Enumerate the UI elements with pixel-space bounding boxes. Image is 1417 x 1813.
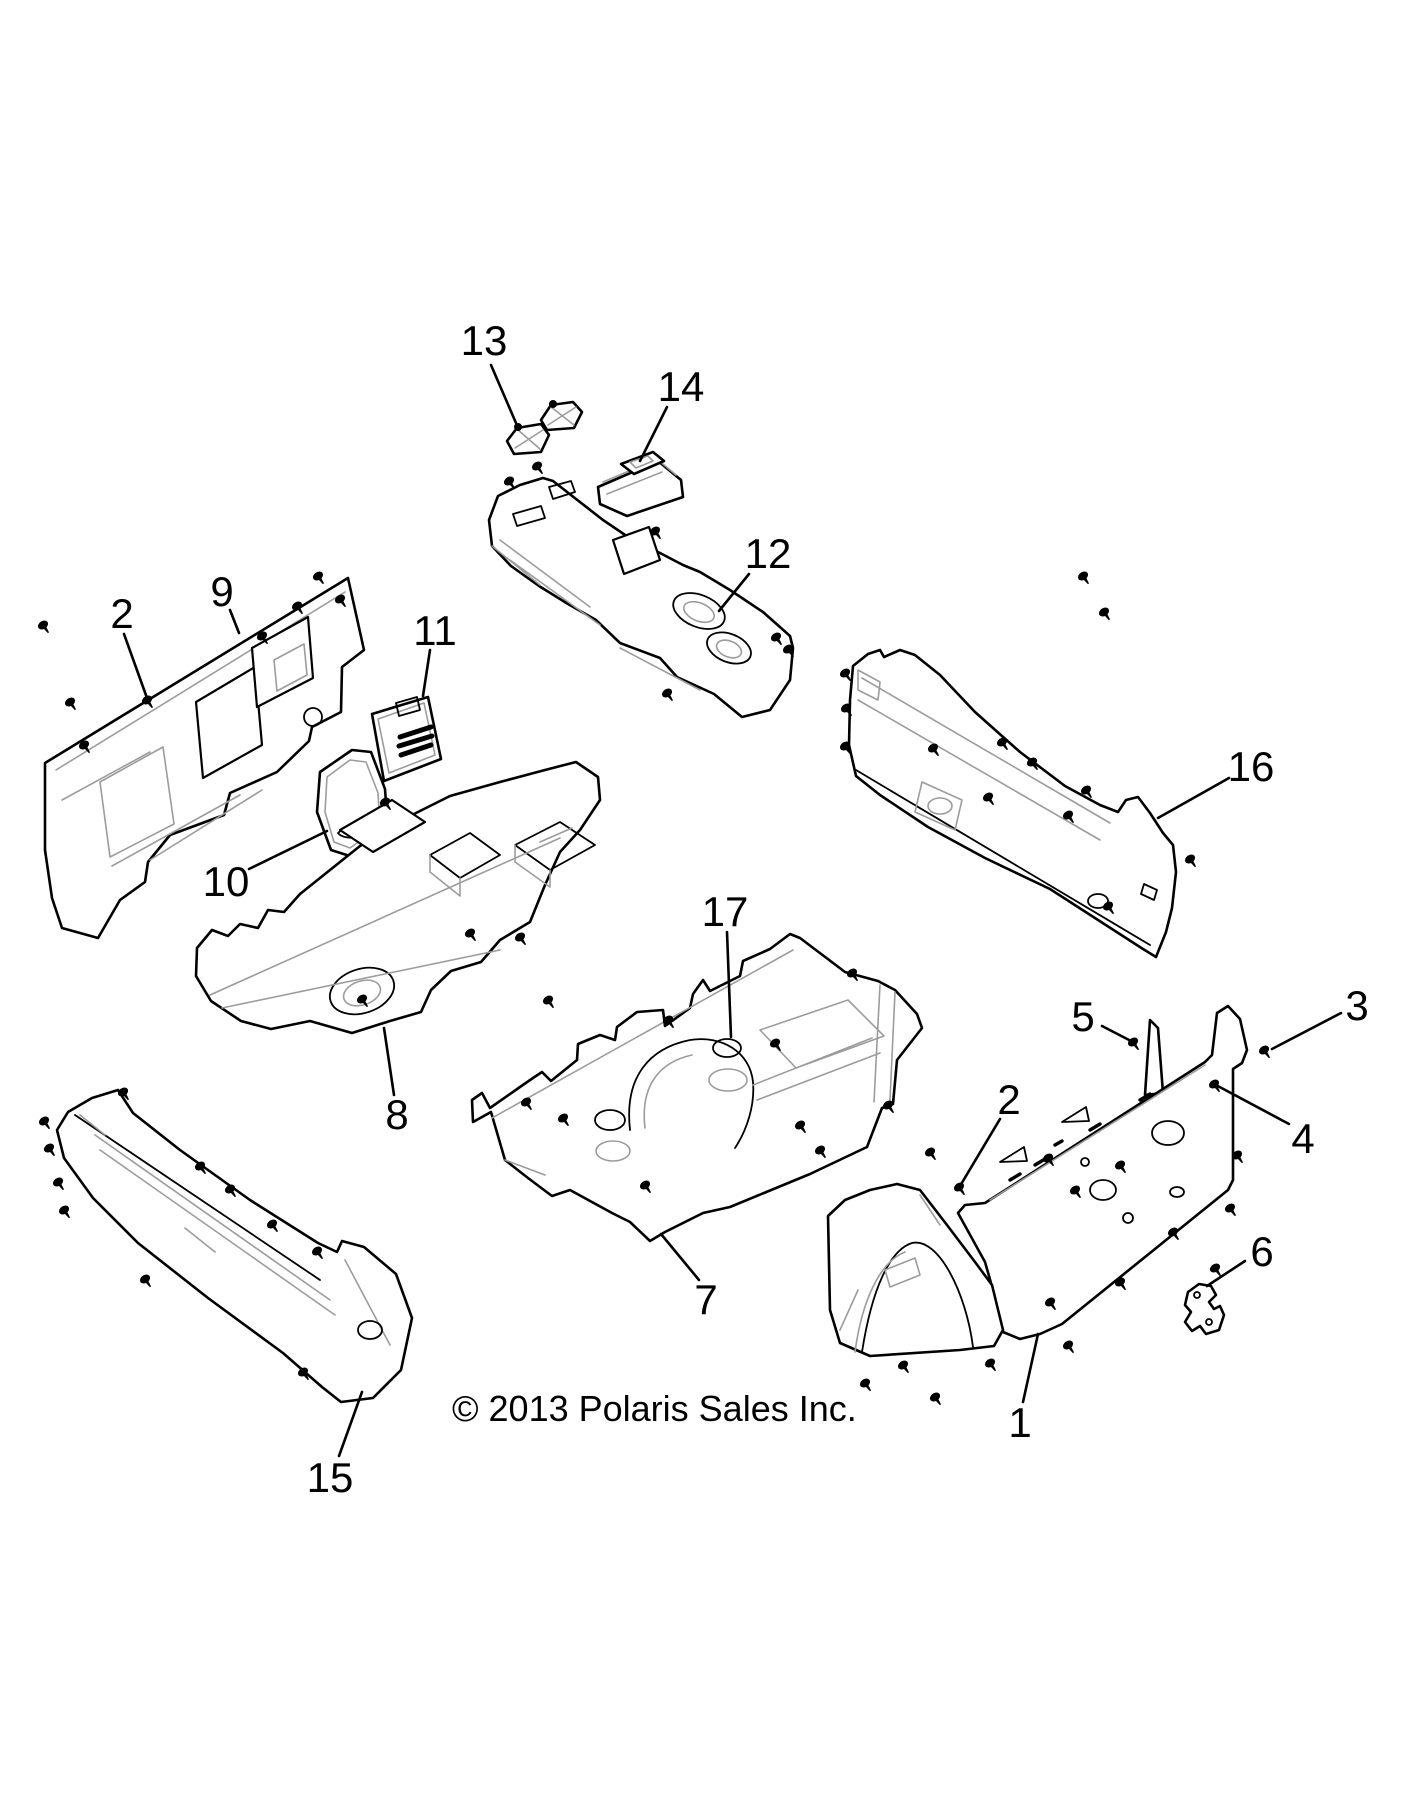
part-rear-panel-drawing: [43, 576, 366, 940]
screw-icon: [541, 993, 558, 1011]
screw-icon: [1061, 1338, 1078, 1356]
copyright-text: © 2013 Polaris Sales Inc.: [452, 1388, 857, 1429]
callout-15-leader: [337, 1390, 364, 1458]
part-rear-closeoff-panel-drawing: [826, 1004, 1249, 1358]
callout-14-label: 14: [658, 363, 705, 410]
callout-8-label: 8: [385, 1091, 408, 1138]
part-center-console-drawing: [487, 476, 795, 719]
part-switch-bezels-drawing: [505, 400, 584, 456]
callout-12-label: 12: [745, 530, 792, 577]
screw-icon: [1126, 1035, 1143, 1053]
callout-3-label: 3: [1345, 982, 1368, 1029]
callout-9-label: 9: [210, 568, 233, 615]
screw-icon: [1223, 1201, 1240, 1219]
screw-icon: [1183, 852, 1200, 870]
callout-6-leader: [1205, 1259, 1247, 1288]
part-left-rocker-panel-drawing: [55, 1088, 414, 1404]
screw-icon: [1257, 1043, 1274, 1061]
screw-icon: [928, 1390, 945, 1408]
part-right-rocker-panel-drawing: [847, 648, 1178, 959]
callout-14-leader: [638, 405, 669, 463]
callout-1-label: 1: [1008, 1399, 1031, 1446]
callout-7-leader: [659, 1232, 701, 1282]
part-bracket-drawing: [1183, 1282, 1226, 1336]
screw-icon: [138, 1272, 155, 1290]
callout-2-label: 2: [110, 590, 133, 637]
callout-2-leader: [122, 632, 149, 700]
part-console-base-drawing: [194, 760, 602, 1035]
screw-icon: [660, 686, 677, 704]
callout-15-label: 15: [307, 1454, 354, 1501]
callout-2-label: 2: [997, 1076, 1020, 1123]
screw-icon: [1076, 569, 1093, 587]
callout-4-leader: [1212, 1082, 1291, 1126]
screw-icon: [983, 1356, 1000, 1374]
screw-icon: [896, 1358, 913, 1376]
screw-icon: [923, 1145, 940, 1163]
callout-11-leader: [421, 648, 432, 698]
screw-icon: [63, 695, 80, 713]
screw-icon: [42, 1141, 59, 1159]
callout-5-leader: [1100, 1024, 1133, 1043]
part-access-door-drawing: [370, 695, 443, 783]
callout-13-label: 13: [461, 317, 508, 364]
callout-17-label: 17: [702, 888, 749, 935]
screw-icon: [311, 569, 328, 587]
callout-5-label: 5: [1071, 993, 1094, 1040]
callout-17-leader: [725, 930, 733, 1039]
screw-icon: [1097, 605, 1114, 623]
screw-icon: [530, 459, 547, 477]
callout-8-leader: [382, 1026, 396, 1097]
screw-icon: [513, 930, 530, 948]
callout-1-leader: [1021, 1332, 1040, 1404]
callout-6-label: 6: [1250, 1228, 1273, 1275]
callout-11-label: 11: [413, 607, 457, 654]
screw-icon: [51, 1175, 68, 1193]
callout-3-leader: [1270, 1011, 1343, 1051]
callout-9-leader: [228, 608, 241, 635]
screw-icon: [57, 1203, 74, 1221]
part-shift-boot-drawing: [596, 450, 685, 518]
callout-10-leader: [247, 829, 329, 871]
screw-icon: [37, 1114, 54, 1132]
callout-12-leader: [717, 572, 751, 613]
part-floor-pan-drawing: [470, 932, 924, 1243]
callout-7-label: 7: [694, 1276, 717, 1323]
callout-2-leader: [958, 1117, 1002, 1188]
screw-icon: [36, 618, 53, 636]
callout-16-leader: [1156, 776, 1231, 820]
callout-10-label: 10: [203, 858, 250, 905]
callout-4-label: 4: [1291, 1115, 1314, 1162]
screw-icon: [858, 1376, 875, 1394]
callout-13-leader: [489, 363, 518, 425]
callout-16-label: 16: [1228, 743, 1275, 790]
